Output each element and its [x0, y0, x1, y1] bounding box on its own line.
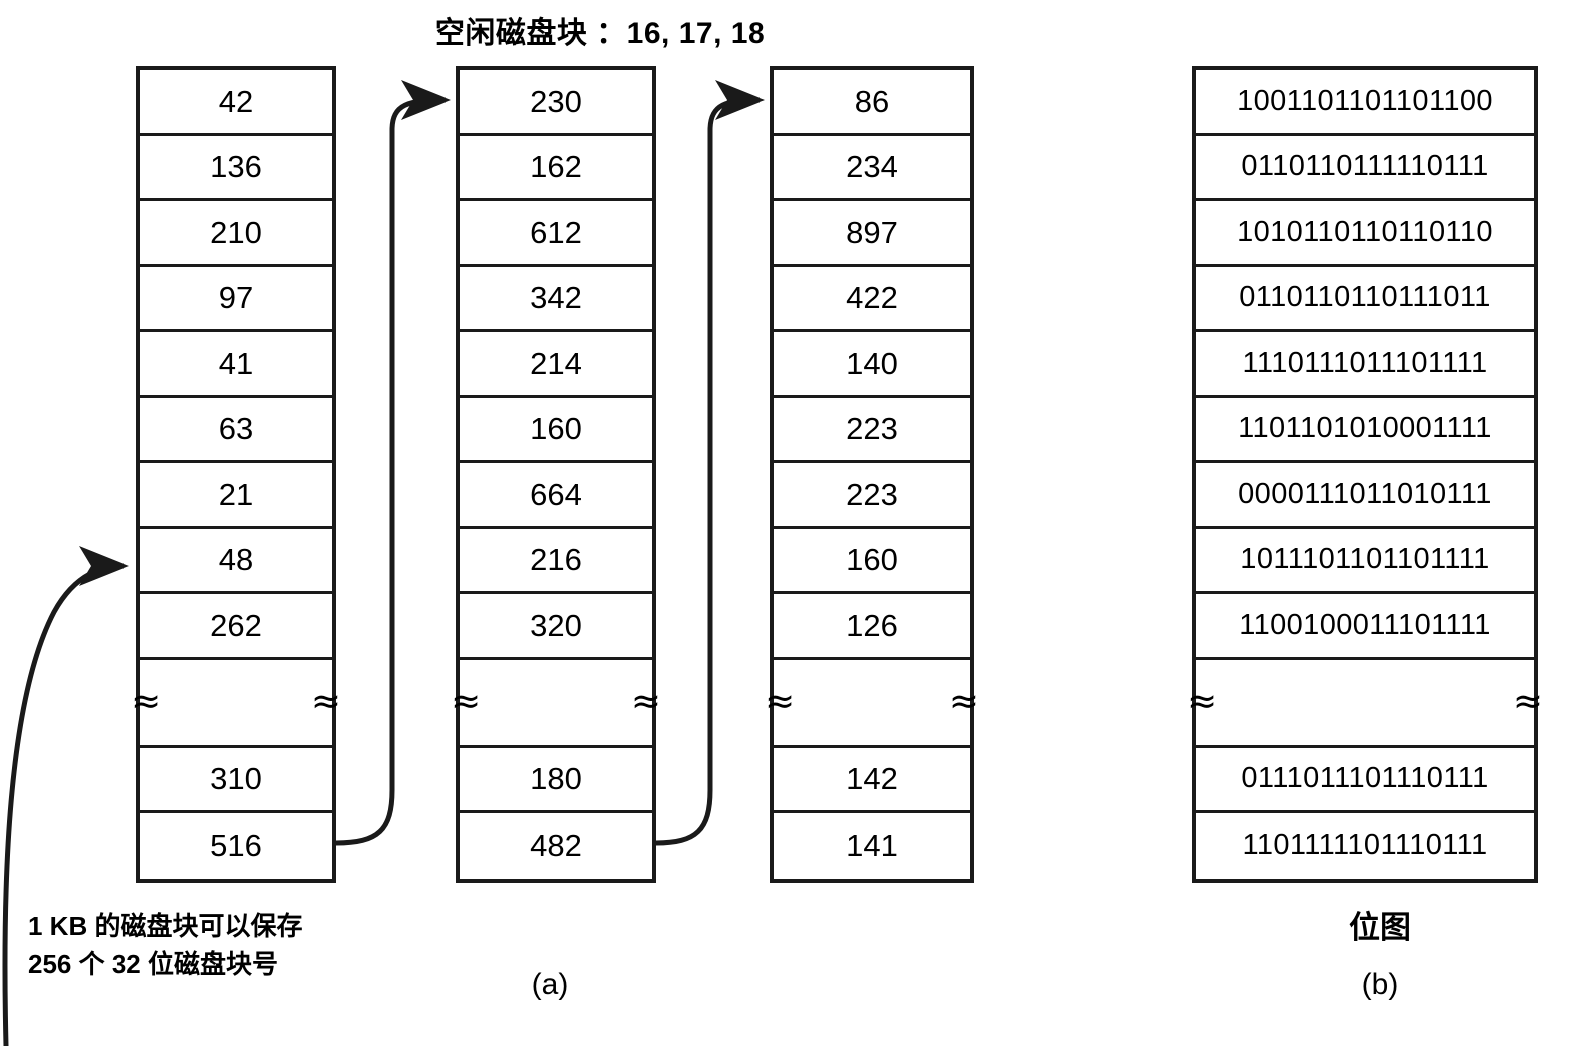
free-list-block-1: 42 136 210 97 41 63 21 48 262 ≈ ≈ 310 51… — [131, 66, 341, 883]
bitmap-row: 1010110110110110 — [1196, 201, 1534, 267]
block-capacity-note-line1: 1 KB 的磁盘块可以保存 — [28, 911, 303, 941]
block-entry: 97 — [140, 266, 332, 332]
block-entry: 63 — [140, 397, 332, 463]
bitmap-row: 1001101101101100 — [1196, 70, 1534, 136]
block-entry: 41 — [140, 332, 332, 398]
bitmap-row: 1110111011101111 — [1196, 332, 1534, 398]
block-entry: 180 — [460, 747, 652, 813]
block-entry: 612 — [460, 201, 652, 267]
bitmap-table: 1001101101101100 0110110111110111 101011… — [1187, 66, 1543, 883]
block-entry: 160 — [774, 528, 970, 594]
block-entry: 234 — [774, 135, 970, 201]
block-entry: 86 — [774, 70, 970, 136]
block-entry: 126 — [774, 594, 970, 660]
free-list-block-3: 86 234 897 422 140 223 223 160 126 ≈ ≈ 1… — [765, 66, 979, 883]
block-entry: 48 — [140, 528, 332, 594]
block-entry: 664 — [460, 463, 652, 529]
bitmap-row: 0110110110111011 — [1196, 266, 1534, 332]
block-entry: 342 — [460, 266, 652, 332]
ellipsis-gap: ≈ ≈ — [765, 659, 979, 748]
block-entry: 230 — [460, 70, 652, 136]
squiggle-icon: ≈ — [765, 681, 796, 722]
bitmap-row: 1101111101110111 — [1196, 813, 1534, 879]
free-disk-blocks-title: 空闲磁盘块 ：16, 17, 18 — [434, 17, 766, 50]
block-entry: 136 — [140, 135, 332, 201]
bitmap-row: 0110110111110111 — [1196, 135, 1534, 201]
block-entry: 310 — [140, 747, 332, 813]
squiggle-icon: ≈ — [948, 681, 979, 722]
block-entry: 223 — [774, 463, 970, 529]
squiggle-icon: ≈ — [1512, 681, 1543, 722]
block-capacity-note: 1 KB 的磁盘块可以保存 256 个 32 位磁盘块号 — [28, 908, 428, 983]
panel-a-label: (a) — [531, 968, 569, 1001]
squiggle-icon: ≈ — [310, 681, 341, 722]
squiggle-icon: ≈ — [1187, 681, 1218, 722]
block-entry: 141 — [774, 813, 970, 879]
bitmap-row: 1011101101101111 — [1196, 528, 1534, 594]
block-capacity-note-line2: 256 个 32 位磁盘块号 — [28, 948, 278, 979]
block-entry: 21 — [140, 463, 332, 529]
ellipsis-gap: ≈ ≈ — [1187, 659, 1543, 748]
bitmap-row: 0000111011010111 — [1196, 463, 1534, 529]
bitmap-caption: 位图 — [1349, 910, 1411, 945]
block-entry: 422 — [774, 266, 970, 332]
block-entry: 142 — [774, 747, 970, 813]
squiggle-icon: ≈ — [131, 681, 162, 722]
free-list-block-2: 230 162 612 342 214 160 664 216 320 ≈ ≈ … — [451, 66, 661, 883]
ellipsis-gap: ≈ ≈ — [451, 659, 661, 748]
squiggle-icon: ≈ — [451, 681, 482, 722]
link-block1-to-block2 — [335, 80, 451, 846]
bitmap-row: 1101101010001111 — [1196, 397, 1534, 463]
ellipsis-gap: ≈ ≈ — [131, 659, 341, 748]
block-entry: 216 — [460, 528, 652, 594]
block-entry: 160 — [460, 397, 652, 463]
link-block2-to-block3 — [655, 80, 765, 846]
block-entry: 140 — [774, 332, 970, 398]
panel-b-label: (b) — [1361, 968, 1399, 1001]
block-entry: 162 — [460, 135, 652, 201]
block-entry: 897 — [774, 201, 970, 267]
block-entry: 214 — [460, 332, 652, 398]
bitmap-row: 1100100011101111 — [1196, 594, 1534, 660]
bitmap-row: 0111011101110111 — [1196, 747, 1534, 813]
block-entry: 320 — [460, 594, 652, 660]
block-entry: 42 — [140, 70, 332, 136]
block-entry: 516 — [140, 813, 332, 879]
block-entry: 223 — [774, 397, 970, 463]
block-entry: 262 — [140, 594, 332, 660]
block-entry: 210 — [140, 201, 332, 267]
squiggle-icon: ≈ — [630, 681, 661, 722]
block-entry: 482 — [460, 813, 652, 879]
